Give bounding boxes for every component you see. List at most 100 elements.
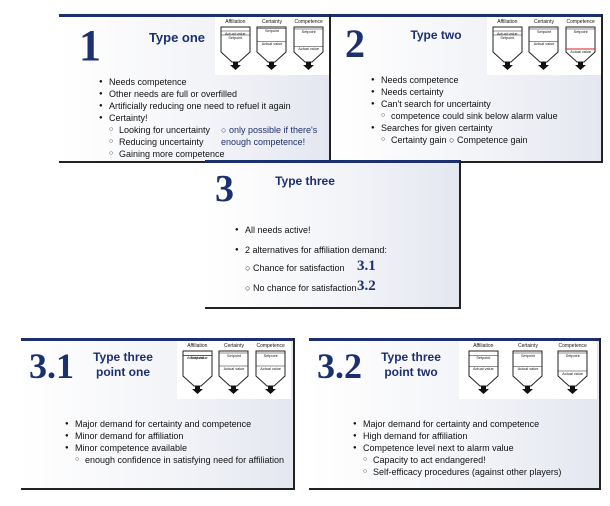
title-line: Type three (381, 350, 441, 364)
callout-line: only possible if there's (228, 125, 318, 135)
option-label: Chance for satisfaction (252, 263, 345, 273)
outflow-arrow-icon (538, 62, 550, 70)
callout-line: enough competence! (221, 137, 306, 147)
tank-setpoint-label: Setpoint (190, 356, 205, 360)
tank-header: Affiliation (497, 19, 518, 25)
title-line: point one (96, 365, 150, 379)
bullet-item: Can't search for uncertainty (371, 98, 558, 110)
outflow-arrow-icon (501, 62, 513, 70)
slide-title: Type three (275, 174, 335, 188)
bullet-list: Needs competenceNeeds certaintyCan't sea… (371, 74, 558, 146)
bullet-item: High demand for affiliation (353, 430, 561, 442)
slide-top-bar (309, 338, 599, 341)
option-label: No chance for satisfaction (252, 283, 357, 293)
callout-note: ○ only possible if there's enough compet… (221, 124, 317, 148)
tank-setpoint-label: Setpoint (573, 29, 588, 34)
tank-actual-label: Actual value (472, 367, 494, 371)
tank-actual-label: Actual value (260, 366, 281, 371)
sub-bullet-item: competence could sink below alarm value (371, 110, 558, 122)
option-no-chance: ○ No chance for satisfaction (245, 282, 357, 294)
circle-bullet-icon: ○ (245, 283, 251, 293)
tank-actual-label: Actual value (261, 42, 283, 46)
slide-number: 3.1 (29, 346, 74, 386)
tank-setpoint-label: Setpoint (228, 35, 243, 40)
bullet-list: Major demand for certainty and competenc… (65, 418, 284, 466)
bullet-item: Needs certainty (371, 86, 558, 98)
tank-icon (218, 350, 249, 394)
bullet-item: 2 alternatives for affiliation demand: (235, 240, 387, 260)
tank-setpoint-label: Setpoint (500, 35, 515, 40)
callout-circle-icon: ○ (221, 125, 229, 135)
tank-icon (293, 26, 324, 70)
outflow-arrow-icon (575, 62, 587, 70)
slide-title: Type two (410, 28, 462, 42)
tank-actual-label: Actual value (224, 31, 246, 36)
tank-icon (255, 350, 286, 394)
bullet-item: Needs competence (371, 74, 558, 86)
slide-title: Type one (148, 30, 206, 45)
tank-icon (220, 26, 251, 70)
tank-icon (512, 350, 543, 394)
tank-icon (492, 26, 523, 70)
tank-header: Certainty (533, 19, 554, 25)
option-chance: ○ Chance for satisfaction (245, 262, 345, 274)
sub-bullet-item: enough confidence in satisfying need for… (65, 454, 284, 466)
outflow-arrow-icon (303, 62, 315, 70)
tank-setpoint-label: Setpoint (227, 353, 241, 358)
sub-bullet-item: Reducing uncertainty (99, 136, 291, 148)
slide-top-bar (331, 14, 601, 17)
tank-header: Certainty (223, 343, 244, 349)
outflow-arrow-icon (228, 386, 240, 394)
tank-icon (182, 350, 213, 394)
bullet-item: Minor demand for affiliation (65, 430, 284, 442)
bullet-item: Major demand for certainty and competenc… (65, 418, 284, 430)
slide-number: 1 (79, 21, 101, 70)
tank-icon (557, 350, 588, 394)
outflow-arrow-icon (522, 386, 534, 394)
tank-icon (256, 26, 287, 70)
bullet-list: Needs competence Other needs are full or… (99, 76, 291, 160)
tank-header: Affiliation (187, 343, 208, 349)
outflow-arrow-icon (477, 386, 489, 394)
bullet-item: Competence level next to alarm value (353, 442, 561, 454)
tank-actual-label: Actual value (517, 367, 539, 371)
slide-number: 2 (345, 21, 365, 66)
tank-setpoint-label: Setpoint (301, 29, 316, 34)
tank-header: Competence (256, 343, 285, 349)
tank-header: Affiliation (225, 19, 246, 25)
bullet-item: Major demand for certainty and competenc… (353, 418, 561, 430)
tank-header: Competence (294, 19, 323, 25)
bullet-item: All needs active! (235, 220, 387, 240)
tank-actual-label: Actual value (186, 356, 208, 360)
sub-bullet-item: Self-efficacy procedures (against other … (353, 466, 561, 478)
option-number: 3.1 (357, 258, 376, 274)
sub-bullet-item: Looking for uncertainty (99, 124, 291, 136)
title-line: point two (384, 365, 438, 379)
bullet-item: Artificially reducing one need to refuel… (99, 100, 291, 112)
tank-actual-label: Actual value (562, 371, 583, 376)
sub-bullet-item: Gaining more competence (99, 148, 291, 160)
tank-actual-label: Actual value (298, 47, 319, 51)
bullet-item: Certainty! (99, 112, 291, 124)
outflow-arrow-icon (229, 62, 241, 70)
tank-setpoint-label: Setpoint (263, 353, 278, 358)
slide-number: 3 (215, 168, 234, 210)
tank-actual-label: Actual value (223, 366, 245, 371)
bullet-item: Searches for given certainty (371, 122, 558, 134)
tank-icon (565, 26, 596, 70)
sub-bullet-item: Certainty gain ○ Competence gain (371, 134, 558, 146)
